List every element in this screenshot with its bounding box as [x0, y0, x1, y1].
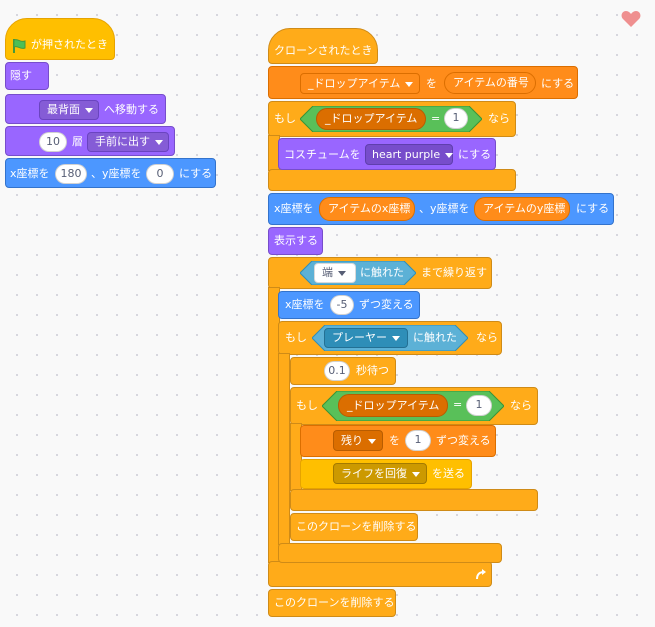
- if-block-2-arm: [278, 353, 290, 545]
- delete-outer-label: このクローンを削除する: [274, 596, 395, 609]
- when-cloned-block[interactable]: [268, 28, 378, 64]
- delete-inner-label: このクローンを削除する: [296, 520, 417, 533]
- equals-value-1[interactable]: 1: [444, 108, 468, 129]
- goto-x-label: x座標を: [10, 167, 50, 180]
- chevron-down-icon: [338, 270, 346, 276]
- show-block[interactable]: [268, 227, 323, 255]
- wait-value[interactable]: 0.1: [324, 361, 350, 381]
- hide-block[interactable]: [5, 62, 49, 90]
- remaining-dropdown[interactable]: 残り: [333, 430, 383, 451]
- layers-value-input[interactable]: 10: [39, 132, 67, 152]
- go-to-xy-block[interactable]: [5, 158, 216, 188]
- costume-dropdown[interactable]: heart purple: [365, 144, 454, 165]
- touching-label-1: に触れた: [360, 266, 404, 279]
- chevron-down-icon: [392, 335, 400, 341]
- green-flag-icon: [13, 39, 26, 53]
- clone-hat-label: クローンされたとき: [274, 44, 373, 57]
- edge-dropdown[interactable]: 端: [314, 263, 356, 283]
- change-var-value[interactable]: 1: [405, 430, 431, 451]
- if2-label: もし: [285, 331, 307, 344]
- repeat-until-bottom: [268, 561, 492, 587]
- equals-sign-1: =: [431, 112, 441, 125]
- chevron-down-icon: [405, 81, 414, 87]
- if-block-2-bottom: [278, 543, 502, 563]
- heart-icon[interactable]: [621, 10, 641, 28]
- goto-xy-suffix: にする: [179, 167, 213, 180]
- costume-suffix: にする: [458, 148, 492, 161]
- if-block-1-bottom: [268, 169, 516, 191]
- chevron-down-icon: [412, 471, 420, 477]
- goto-layer-label: へ移動する: [104, 103, 159, 116]
- if-block-3-bottom: [290, 489, 538, 511]
- if3-label: もし: [296, 399, 318, 412]
- item-number-reporter[interactable]: アイテムの番号: [444, 72, 536, 94]
- change-var-by: を: [389, 434, 400, 447]
- repeat-until-label: まで繰り返す: [421, 266, 487, 279]
- change-variable-block[interactable]: [300, 425, 496, 457]
- equals-value-2[interactable]: 1: [466, 395, 492, 416]
- if1-label: もし: [274, 112, 296, 125]
- drop-item-variable-1[interactable]: _ドロップアイテム: [316, 108, 426, 130]
- item-y-reporter[interactable]: アイテムのy座標: [474, 197, 570, 221]
- if3-then: なら: [510, 399, 532, 412]
- touching-label-2: に触れた: [413, 331, 457, 344]
- change-x-suffix: ずつ変える: [359, 298, 414, 311]
- equals-sign-2: =: [453, 398, 463, 411]
- set-to-label: を: [426, 77, 437, 90]
- layers-unit-label: 層: [72, 135, 83, 148]
- when-flag-clicked-block[interactable]: [5, 18, 115, 60]
- broadcast-suffix: を送る: [432, 467, 465, 480]
- drop-item-variable-2[interactable]: _ドロップアイテム: [338, 394, 448, 417]
- wait-label: 秒待つ: [356, 364, 389, 377]
- goto2-y-label: 、y座標を: [419, 202, 470, 215]
- layer-dropdown[interactable]: 最背面: [39, 100, 99, 120]
- x-value-input[interactable]: 180: [55, 164, 87, 184]
- broadcast-dropdown[interactable]: ライフを回復: [333, 463, 427, 484]
- direction-dropdown[interactable]: 手前に出す: [87, 132, 169, 152]
- change-var-suffix: ずつ変える: [436, 434, 491, 447]
- chevron-down-icon: [445, 152, 454, 158]
- player-dropdown[interactable]: プレーヤー: [324, 328, 408, 348]
- chevron-down-icon: [368, 438, 376, 444]
- delete-clone-block-inner[interactable]: [290, 513, 418, 541]
- chevron-down-icon: [85, 107, 93, 113]
- goto-y-label: 、y座標を: [91, 167, 142, 180]
- costume-label: コスチュームを: [284, 148, 361, 161]
- hide-label: 隠す: [10, 69, 32, 82]
- delete-clone-block-outer[interactable]: [268, 589, 396, 617]
- chevron-down-icon: [155, 139, 163, 145]
- goto2-suffix: にする: [576, 202, 610, 215]
- hat-label: が押されたとき: [31, 38, 108, 51]
- if2-then: なら: [476, 331, 498, 344]
- goto2-x-label: x座標を: [274, 202, 314, 215]
- if1-then: なら: [488, 112, 510, 125]
- item-x-reporter[interactable]: アイテムのx座標: [319, 197, 415, 221]
- variable-dropdown[interactable]: _ドロップアイテム: [300, 73, 420, 94]
- change-x-label: x座標を: [285, 298, 325, 311]
- y-value-input[interactable]: 0: [146, 164, 174, 184]
- loop-arrow-icon: [476, 569, 486, 580]
- show-label: 表示する: [274, 234, 318, 247]
- set-var-suffix: にする: [541, 77, 575, 90]
- change-x-value[interactable]: -5: [330, 295, 354, 315]
